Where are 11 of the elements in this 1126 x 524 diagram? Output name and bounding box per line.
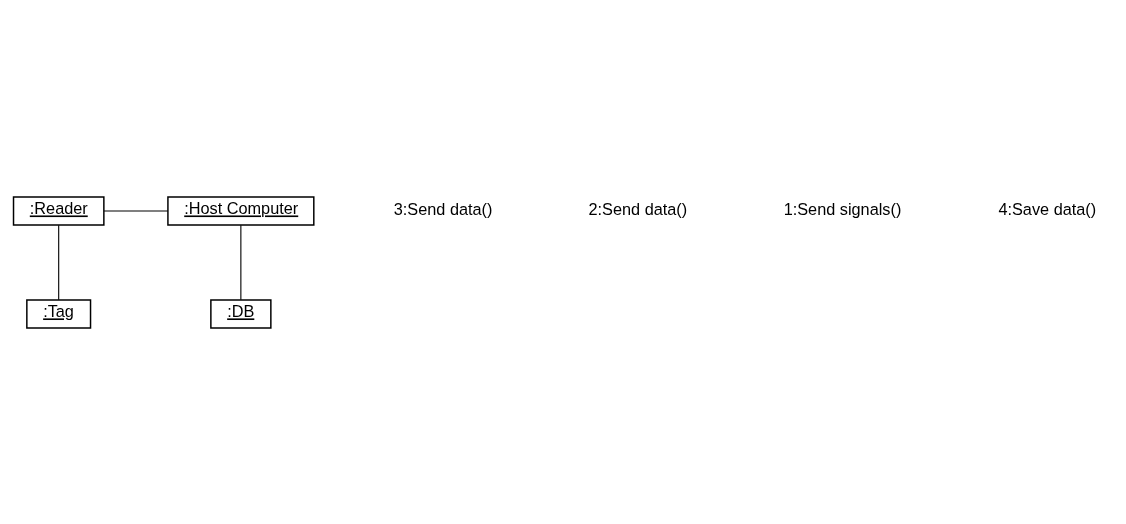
label: 4:Save data() (998, 199, 1097, 218)
node-box: :DB (210, 298, 272, 329)
label: 2:Send data() (588, 199, 688, 218)
label: 3:Send data() (393, 199, 493, 218)
node-box: :Reader (12, 195, 105, 226)
node-box: :Host Computer (167, 195, 315, 226)
label: 1:Send signals() (783, 199, 902, 218)
node-box: :Tag (26, 298, 92, 329)
connector (240, 224, 242, 300)
connector (103, 209, 169, 212)
connector (58, 224, 60, 300)
